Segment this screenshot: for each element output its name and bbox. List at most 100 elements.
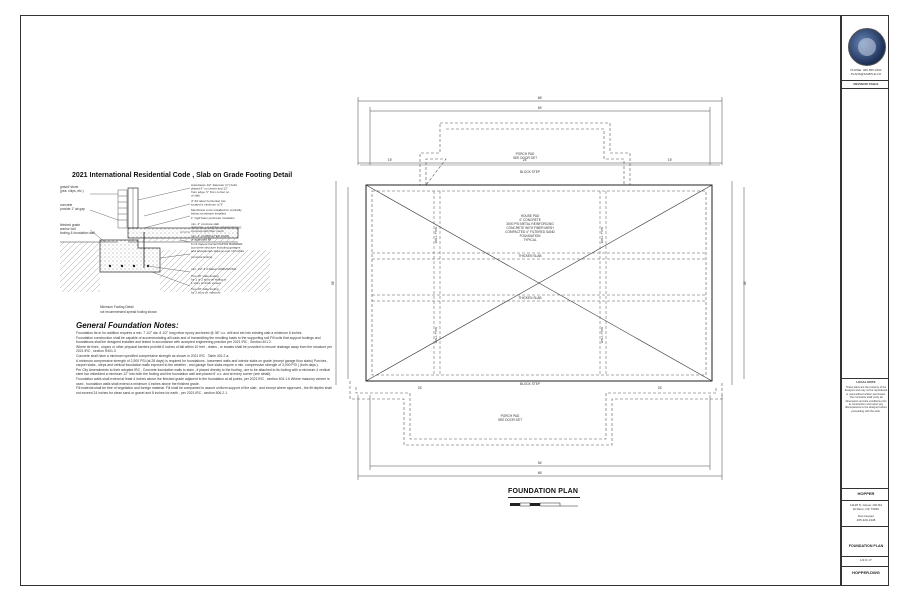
callout-left: finished grade [60,223,80,227]
detail-caption: Minimum Footing Detail [100,305,134,309]
dim-text: 15' [388,158,393,162]
wall-type-label: WALL TYPE [434,227,438,244]
house-pad-label: CONCRETE WITH FIBER MESH [506,226,554,230]
house-pad-label: COMPACTED 4" FILTERED SAND [505,230,555,234]
dim-text: 24' [658,386,663,390]
callout-right: Membrane to be installed for vertically [191,208,242,212]
owner-name: HOPPER [857,491,875,496]
porch-bottom-label: PORCH PAD [501,414,520,418]
porch-top-sub: SEE DOOR DET [513,156,537,160]
dim-text: 36' [743,280,747,285]
callout-left: provide 1" air gap [60,207,85,211]
drawing-sheet [20,15,841,586]
callout-right: concrete footing [191,255,213,259]
callout-right: or approved fill [191,238,211,242]
wall-type-label: WALL TYPE [434,327,438,344]
callout-right: below membrane installed [191,212,226,216]
callout-left: anchor bolt [60,227,76,231]
thicken-slab-label: THICKEN SLAB [518,254,541,258]
plan-title: FOUNDATION PLAN [508,488,579,495]
note-paragraph: Per City Amendments to their adopted IRC… [76,367,330,377]
callout-right: for 1 or 2 story w/ siding or [191,278,226,282]
revision-banner: REVISION TABLE [853,82,879,86]
footing [99,239,161,273]
callout-left: (pea, chips, etc.) [60,189,84,193]
callout-right: 1" rigid foam perimeter insulation [191,216,235,220]
callout-right: 6 mil Vapour barrier/VAPOR BARRIER [191,242,243,246]
house-pad-label: 3000 PSI METAL REINFORCING [506,222,554,226]
detail-caption-2: not recommended spread footing shown [100,310,157,314]
callout-left: footing & foundation wall [60,231,95,235]
foundation-plan: PORCH PAD SEE DOOR DET HOUSE PAD 4" CONC… [331,96,747,480]
block-step-label: BLOCK STEP [520,382,540,386]
callout-right: min. 4" concrete slab [191,222,219,226]
note-paragraph: Foundation construction shall be capable… [76,335,321,345]
block-step-label: BLOCK STEP [520,170,540,174]
wall-type-label: WALL TYPE [600,227,604,244]
legal-heading: LEGAL NOTE [856,380,876,384]
dim-text: 24' [418,386,423,390]
plan-title-underline [508,497,580,498]
dim-text: 54' [538,106,543,110]
company-phone: PHONE: 405-555-0194 [850,68,882,72]
company-logo-icon [848,28,886,66]
house-pad-label: TYPICAL [523,238,537,242]
note-paragraph: Foundation walls shall extend at least 4… [76,376,330,386]
title-block: PHONE: 405-555-0194 PLANS@SAMPLE.CO REVI… [841,15,889,586]
callout-right: and accessories slope is over 10 inches [191,249,245,253]
contact-line: 405-320-1348 [856,518,876,522]
notes-title: General Foundation Notes: [76,321,179,330]
porch-top-label: PORCH PAD [516,152,535,156]
callout-left: concrete [60,203,72,207]
porch-bottom-sub: SEE DOOR DET [498,418,522,422]
house-pad-label: FOUNDATION [520,234,542,238]
wall-type-label: WALL TYPE [600,327,604,344]
dim-text: 15' [668,158,673,162]
note-paragraph: Fill material shall be free of vegetatio… [76,386,332,395]
callout-right: min. 1/2" # 4 Rebar HORIZONTAL [191,267,237,271]
drawing-number: HOPPER.DWG [852,570,880,575]
callout-right: for 2 story w/ masonry [191,291,221,295]
footing-detail-drawing: gravel/ stone (pea, chips, etc.) concret… [60,183,270,314]
sheet-title: FOUNDATION PLAN [848,544,884,548]
callout-right: min. 4" COMPACTED SAND [191,234,230,238]
note-paragraph: Concrete shall have a minimum specified … [76,353,230,358]
callout-right: (concrete structure including garages [191,246,241,250]
slab-cross-lines [365,184,713,382]
dim-text: 54' [538,461,543,465]
callout-right: from edge, 6" from corner on [191,190,230,194]
callout-right: Two 20" wide footing [191,287,219,291]
callout-left: gravel/ stone [60,185,78,189]
callout-right: placed 6" on center and 12" [191,187,228,191]
callout-right: 3000 PSI, 1/2 METAL REINFORCING [191,226,242,230]
house-pad-label: 4" CONCRETE [519,218,541,222]
note-paragraph: Foundation tie-in for addition requires … [76,331,303,335]
callout-right: 4" #4 rebar horizontal, bar [191,199,226,203]
dim-text: 24' [523,158,528,162]
note-paragraph: Where tie lines , slopes or other physic… [76,344,333,354]
house-pad-outline [365,184,713,382]
callout-right: 1 story w/ brick veneer [191,281,221,285]
scale-bar [510,502,578,507]
brick-veneer [117,189,128,229]
dim-text: 66' [538,471,543,475]
thicken-slab-label: THICKEN SLAB [518,296,541,300]
detail-title: 2021 International Residential Code , Sl… [72,172,293,179]
notes-body: Foundation tie-in for addition requires … [76,331,334,395]
callout-right: Two 16" wide footing [191,274,219,278]
callout-right: located a minimum of 3" [191,203,223,207]
contact-line: Dan Hopper [857,514,875,518]
porch-bottom-outline [349,381,723,446]
dim-text: 36' [331,280,335,285]
legal-text: These plans are the property of the desi… [844,386,888,413]
address-line: El Reno, OK 73036 [853,507,879,511]
callout-right: of slab [191,194,200,198]
note-paragraph: A minimum compressive strength of 2,500 … [76,358,329,368]
address-line: 11128 N. Glover 100 Rd [850,503,882,507]
house-pad-label: HOUSE PAD [521,214,540,218]
callout-right: Autoclaves 1/2" diameter (1") bolts [191,183,237,187]
callout-right: concrete with fiber mesh [191,229,224,233]
sheet-scale: 1/4=1'-0" [860,558,872,562]
dim-text: 66' [538,96,543,100]
company-email: PLANS@SAMPLE.CO [850,72,882,76]
